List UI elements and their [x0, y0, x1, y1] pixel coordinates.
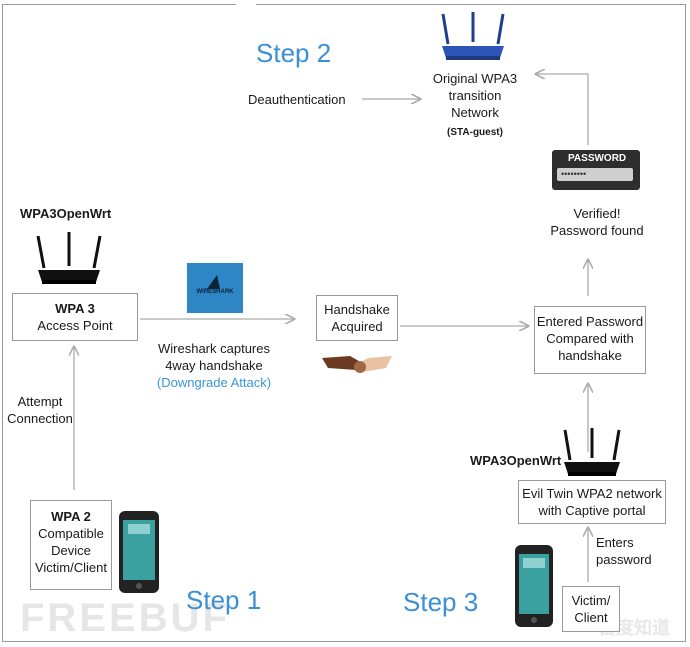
verified-line1: Verified!	[573, 206, 621, 221]
compare-line1: Entered Password	[536, 314, 644, 329]
smartphone-left-icon	[119, 511, 159, 593]
victim-box: Victim/ Client	[562, 586, 620, 632]
compare-line2: Compared with	[546, 331, 634, 346]
evil-twin-box: Evil Twin WPA2 network with Captive port…	[518, 480, 666, 524]
client-box: WPA 2 Compatible Device Victim/Client	[30, 500, 112, 590]
client-line1: Compatible	[38, 526, 104, 541]
compare-box: Entered Password Compared with handshake	[534, 306, 646, 374]
access-point-box: WPA 3 Access Point	[12, 293, 138, 341]
original-network-line3: Network	[451, 105, 499, 120]
password-field-label: PASSWORD	[568, 153, 627, 164]
compare-line3: handshake	[558, 348, 622, 363]
black-router-right-icon	[563, 428, 621, 476]
attempt-line1: Attempt	[17, 394, 63, 409]
handshake-line2: Acquired	[331, 319, 383, 334]
step-1-label: Step 1	[186, 585, 262, 615]
victim-line2: Client	[574, 610, 608, 625]
verified-label: Verified! Password found	[540, 205, 654, 239]
enters-password-label: Enters password	[596, 534, 652, 568]
arrow-verified-to-network	[536, 74, 589, 145]
step-3-label: Step 3	[403, 587, 479, 617]
access-point-title: WPA 3	[55, 301, 95, 316]
original-network-line2: transition	[448, 88, 502, 103]
enters-line1: Enters	[596, 535, 634, 550]
wireshark-caption-line1: Wireshark captures	[158, 341, 270, 356]
black-router-left-icon	[36, 232, 102, 284]
original-network-line1: Original WPA3	[432, 71, 518, 86]
attempt-line2: Connection	[7, 411, 73, 426]
frame-notch	[236, 0, 256, 7]
wireshark-logo: WIRESHARK	[187, 263, 243, 313]
router-right-label: WPA3OpenWrt	[470, 453, 562, 468]
handshake-icon	[322, 356, 392, 373]
watermark: FREEBUF	[20, 596, 230, 640]
wireshark-caption-line3: (Downgrade Attack)	[156, 375, 272, 390]
password-field-input: ••••••••	[557, 168, 633, 181]
step-2-label: Step 2	[256, 38, 332, 68]
victim-line1: Victim/	[571, 593, 611, 608]
password-field-graphic: PASSWORD ••••••••	[552, 150, 640, 190]
blue-router-icon	[441, 12, 505, 60]
original-network-label: Original WPA3 transition Network (STA-gu…	[414, 70, 536, 141]
wireshark-logo-text: WIRESHARK	[196, 289, 234, 295]
handshake-box: Handshake Acquired	[316, 295, 398, 341]
handshake-line1: Handshake	[324, 302, 390, 317]
diagram-frame	[2, 4, 686, 642]
client-line2: Device	[51, 543, 91, 558]
verified-line2: Password found	[550, 223, 644, 238]
client-line3: Victim/Client	[34, 560, 107, 575]
deauth-label: Deauthentication	[248, 92, 346, 107]
wireshark-caption-line2: 4way handshake	[165, 358, 263, 373]
evil-twin-line2: with Captive portal	[538, 503, 646, 518]
network-ssid: (STA-guest)	[447, 127, 503, 138]
shark-fin-icon	[207, 275, 220, 289]
router-left-label: WPA3OpenWrt	[20, 206, 112, 221]
access-point-subtitle: Access Point	[37, 318, 113, 333]
smartphone-right-icon	[515, 545, 553, 627]
enters-line2: password	[596, 552, 652, 567]
evil-twin-line1: Evil Twin WPA2 network	[522, 486, 662, 501]
attempt-connection-label: Attempt Connection	[6, 393, 74, 427]
wireshark-caption: Wireshark captures 4way handshake (Downg…	[144, 340, 284, 391]
client-title: WPA 2	[51, 509, 91, 524]
